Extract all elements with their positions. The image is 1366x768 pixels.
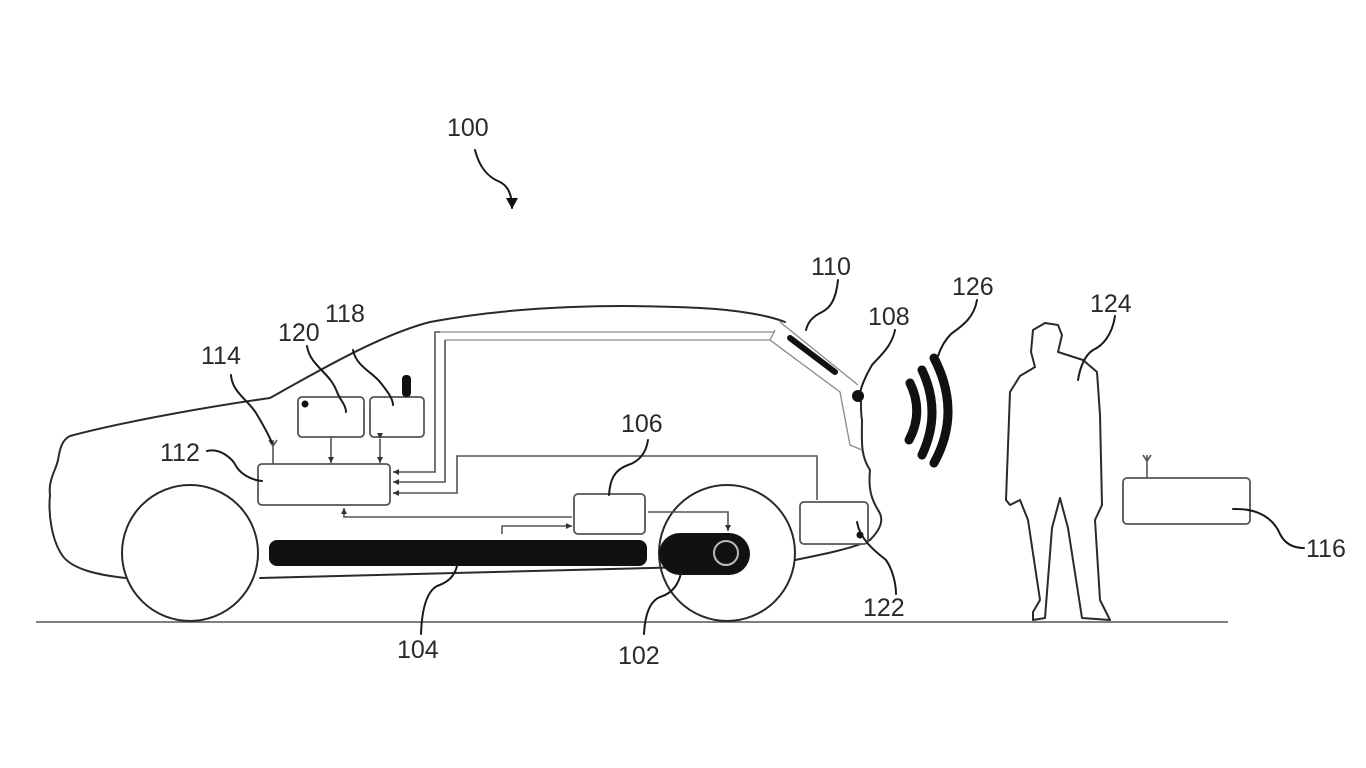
antenna-114-icon — [268, 439, 278, 464]
label-100: 100 — [447, 114, 489, 142]
leader-lines — [206, 279, 1305, 635]
main-controller-box — [257, 463, 391, 506]
wheel-motor-hub — [713, 540, 739, 566]
wheel-motor — [659, 533, 750, 575]
remote-antenna-icon — [1142, 454, 1152, 478]
module-122-box — [799, 501, 869, 545]
system-arrow — [474, 149, 518, 209]
person-silhouette — [1005, 322, 1111, 621]
label-112: 112 — [160, 439, 200, 467]
label-104: 104 — [397, 636, 439, 664]
liftgate-frame — [440, 321, 863, 451]
module-120-indicator — [301, 400, 309, 408]
front-wheel — [121, 484, 259, 622]
label-106: 106 — [621, 410, 663, 438]
rear-wheel — [658, 484, 796, 622]
battery-pack — [269, 540, 647, 566]
label-114: 114 — [201, 342, 241, 370]
label-108: 108 — [868, 303, 910, 331]
label-120: 120 — [278, 319, 320, 347]
label-118: 118 — [325, 300, 365, 328]
label-126: 126 — [952, 273, 994, 301]
label-116: 116 — [1306, 535, 1346, 563]
wireless-signal-icon — [904, 353, 953, 468]
label-124: 124 — [1090, 290, 1132, 318]
label-110: 110 — [811, 253, 851, 281]
remote-device-box — [1122, 477, 1251, 525]
module-118-antenna — [402, 375, 411, 397]
label-102: 102 — [618, 642, 660, 670]
wiring-harness — [328, 331, 818, 534]
module-118-box — [369, 396, 425, 438]
liftgate-actuator — [787, 335, 838, 375]
controller-106-box — [573, 493, 646, 535]
label-122: 122 — [863, 594, 905, 622]
sensor-108 — [852, 390, 864, 402]
